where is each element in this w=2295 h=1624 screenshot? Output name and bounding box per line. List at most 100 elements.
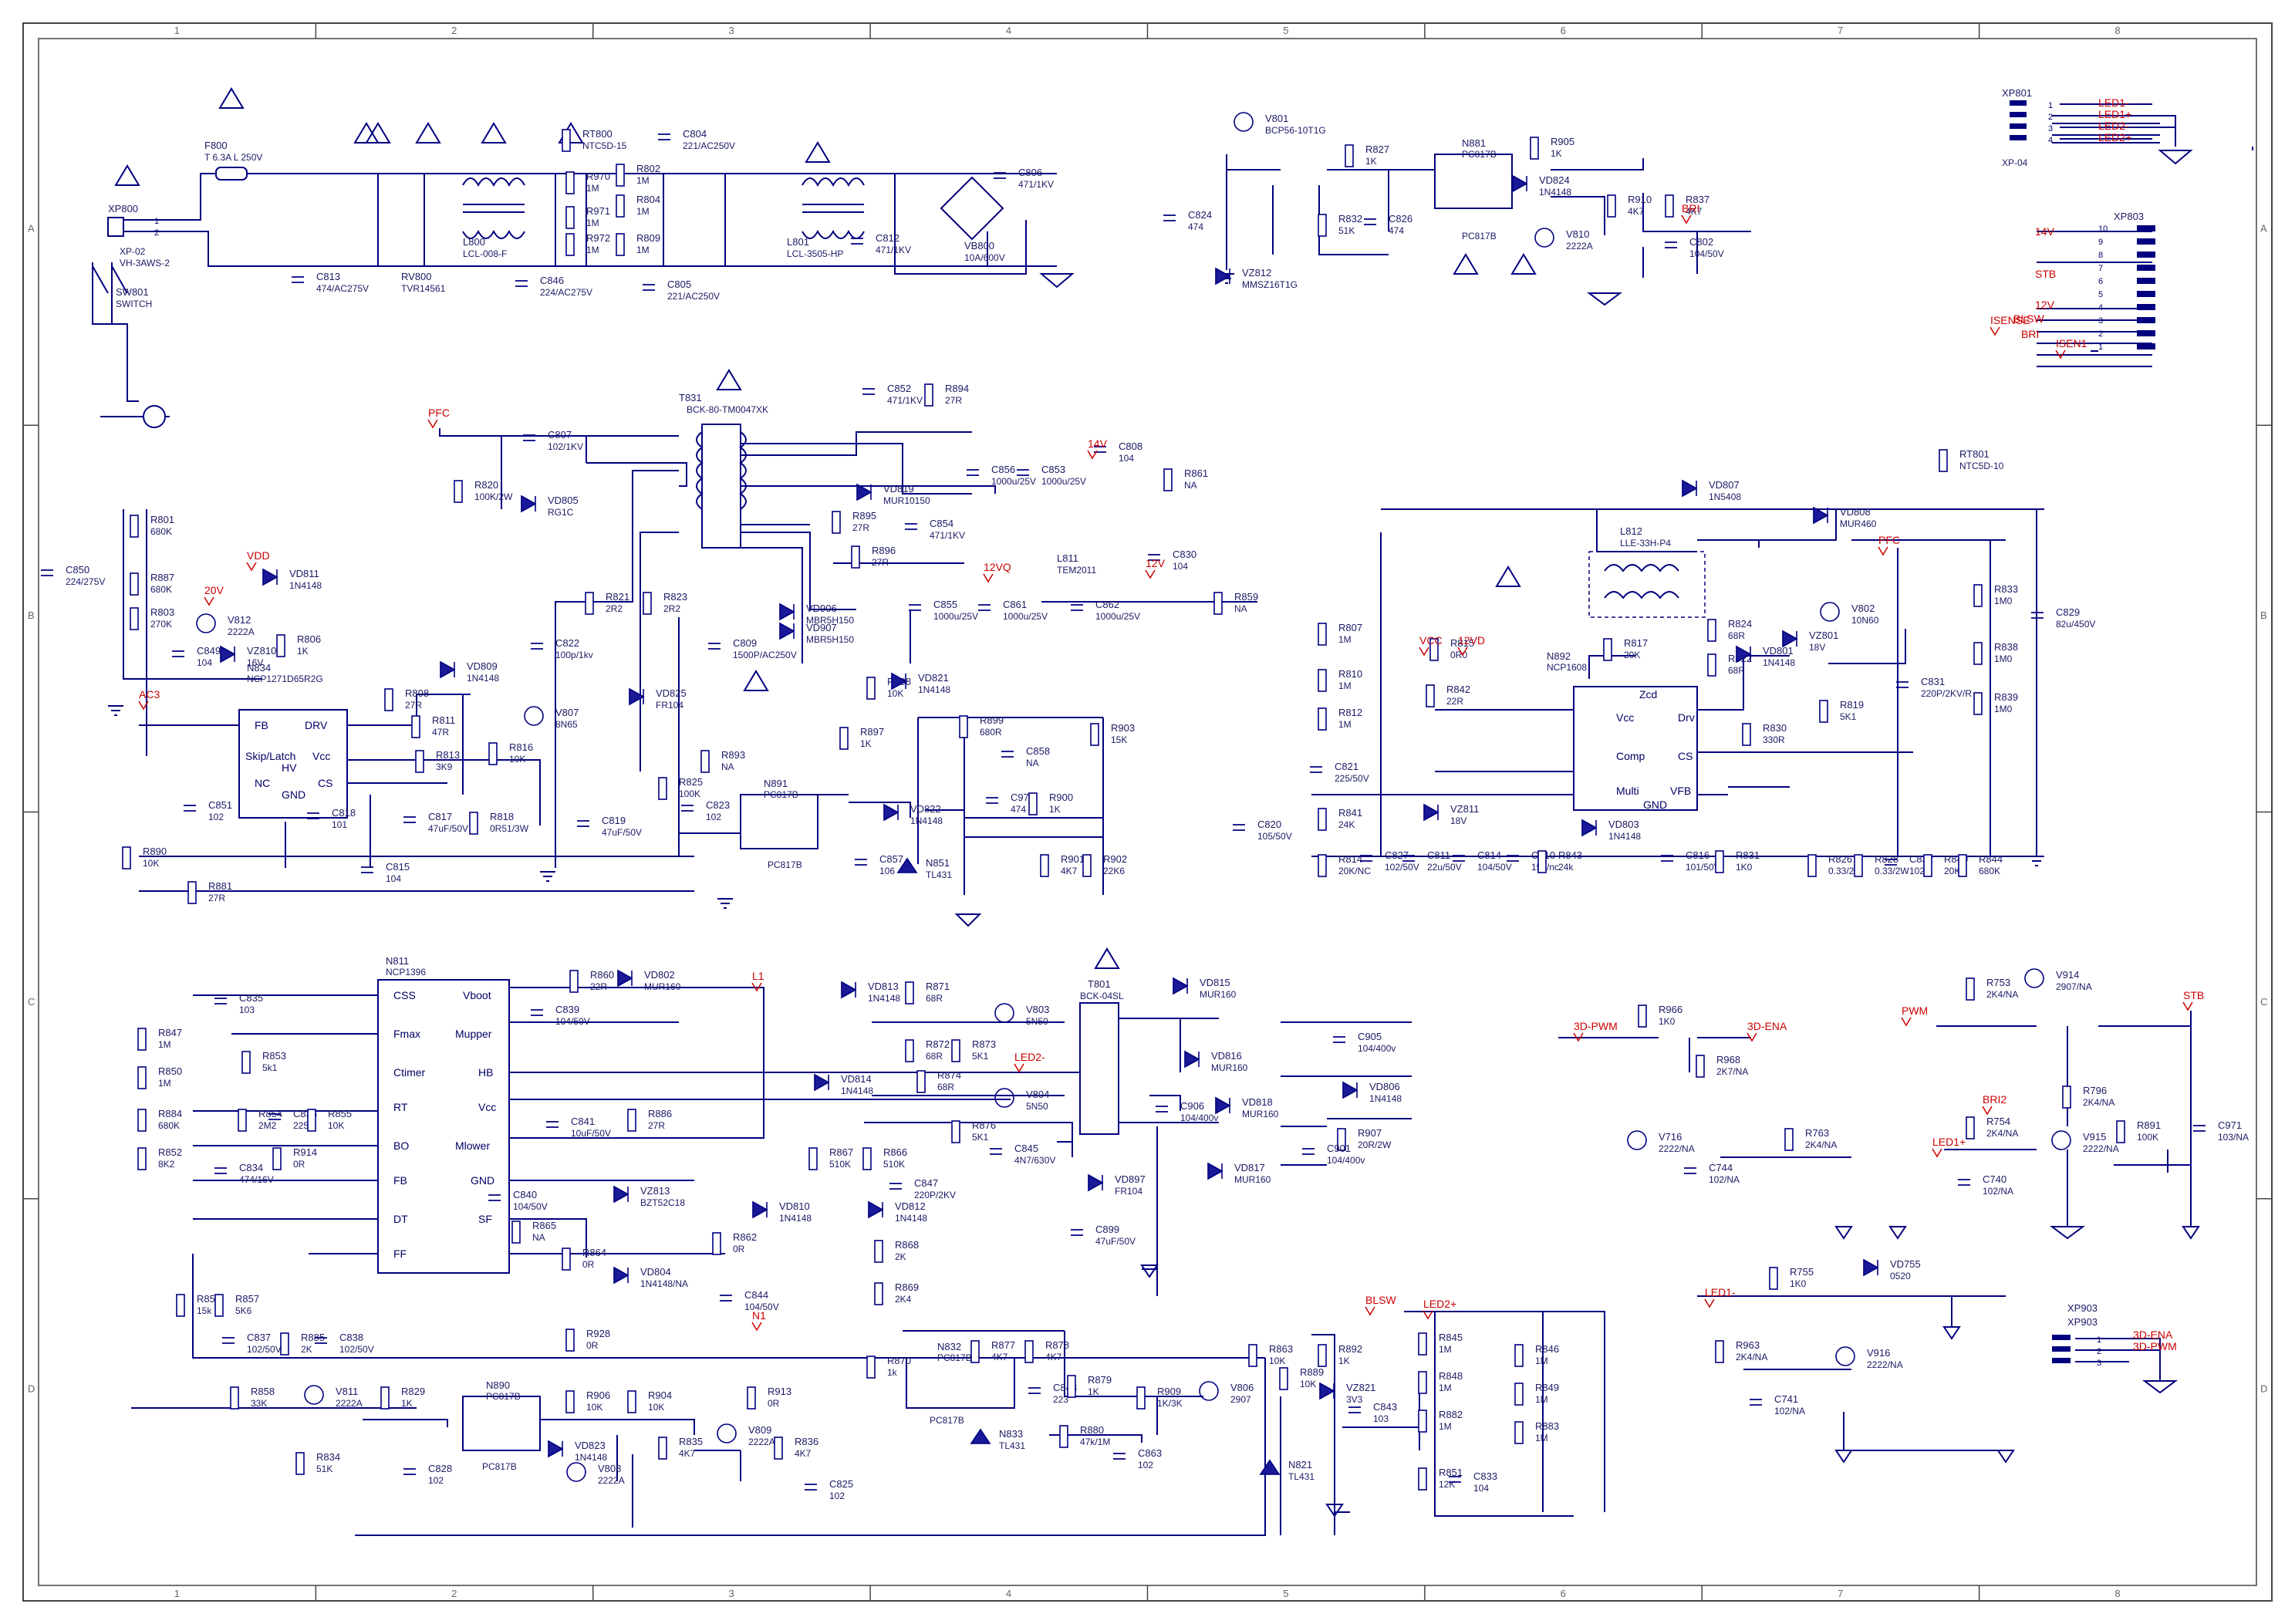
part-ref: RT800 (582, 128, 613, 140)
part-ref: R970 (586, 171, 610, 182)
part-value: 104 (1473, 1483, 1489, 1494)
part-value: 680K (150, 584, 172, 595)
part-ref: R802 (636, 163, 660, 174)
part-ref: R874 (937, 1069, 961, 1081)
part-ref: R859 (1234, 591, 1258, 603)
net-label: LED1+ (1932, 1136, 1966, 1158)
net-name: STB (2183, 989, 2204, 1001)
part-ref: R895 (852, 510, 876, 522)
part-ref: V915 (2083, 1131, 2106, 1143)
grid-row-label: D (2260, 1383, 2267, 1394)
part-value: 471/1KV (1018, 179, 1054, 190)
grid-row-label: B (28, 609, 35, 621)
part-ref: V811 (336, 1386, 358, 1397)
part-value: 104/50V (744, 1302, 779, 1312)
part-value: RG1C (548, 507, 574, 518)
part-value: T 6.3A L 250V (204, 152, 262, 163)
opto-part: PC817B (1462, 231, 1497, 241)
connector-pin: 1 (154, 217, 159, 226)
part-ref: VZ811 (1450, 803, 1479, 815)
part-ref: L801 (787, 236, 809, 248)
part-value: 1k (887, 1367, 898, 1378)
part-value: 0R0 (1450, 650, 1467, 660)
part-value: 10K (509, 754, 525, 765)
part-ref: C899 (1095, 1224, 1119, 1235)
part-value: 104/400v (1327, 1155, 1365, 1166)
part-value: 330R (1763, 734, 1785, 745)
part-ref: R865 (532, 1220, 556, 1231)
part-ref: R836 (795, 1436, 818, 1447)
part-value: 106 (879, 866, 895, 876)
part-ref: R845 (1439, 1332, 1463, 1343)
ic-part: NCP1396 (386, 967, 426, 977)
part-value: 1K (1049, 804, 1061, 815)
part-ref: R881 (208, 880, 232, 892)
part-ref: R801 (150, 514, 174, 525)
grid-column-label: 5 (1283, 1588, 1288, 1599)
part-ref: R832 (1338, 213, 1362, 225)
ic-ref: N890 (486, 1379, 510, 1391)
ic-ref: N892 (1547, 650, 1571, 662)
part-ref: V807 (555, 707, 579, 718)
l801-choke-symbol (802, 177, 865, 239)
grid-row-label: C (28, 996, 35, 1008)
net-name: PFC (428, 407, 450, 419)
part-value: 4N7/630V (1014, 1155, 1055, 1166)
connector-pin: 6 (2098, 277, 2103, 286)
part-ref: R855 (328, 1108, 352, 1119)
part-ref: N833 (999, 1428, 1023, 1440)
ic-pin-name: FF (393, 1248, 407, 1260)
part-value: 1M (636, 245, 650, 255)
part-ref: R807 (1338, 622, 1362, 633)
part-ref: R755 (1790, 1266, 1814, 1278)
ic-pin-name: GND (1643, 798, 1667, 811)
xp800-connector-body (107, 217, 124, 237)
part-ref: C814 (1477, 849, 1501, 861)
part-value: LCL-3505-HP (787, 248, 843, 259)
part-ref: R879 (1088, 1374, 1112, 1386)
part-value: 10N60 (1851, 615, 1879, 626)
part-ref: VD809 (467, 660, 498, 672)
part-value: BCP56-10T1G (1265, 125, 1326, 136)
part-value: 1K (1365, 156, 1377, 167)
part-ref: V801 (1265, 113, 1288, 124)
part-value: 20K/NC (1338, 866, 1371, 876)
part-value: 20K (1944, 866, 1960, 876)
ic-pin-name: Mlower (455, 1140, 490, 1152)
part-value: 1K (1338, 1356, 1350, 1366)
part-ref: R816 (509, 741, 533, 753)
grid-column-label: 1 (174, 25, 180, 36)
part-ref: V804 (1026, 1089, 1049, 1100)
